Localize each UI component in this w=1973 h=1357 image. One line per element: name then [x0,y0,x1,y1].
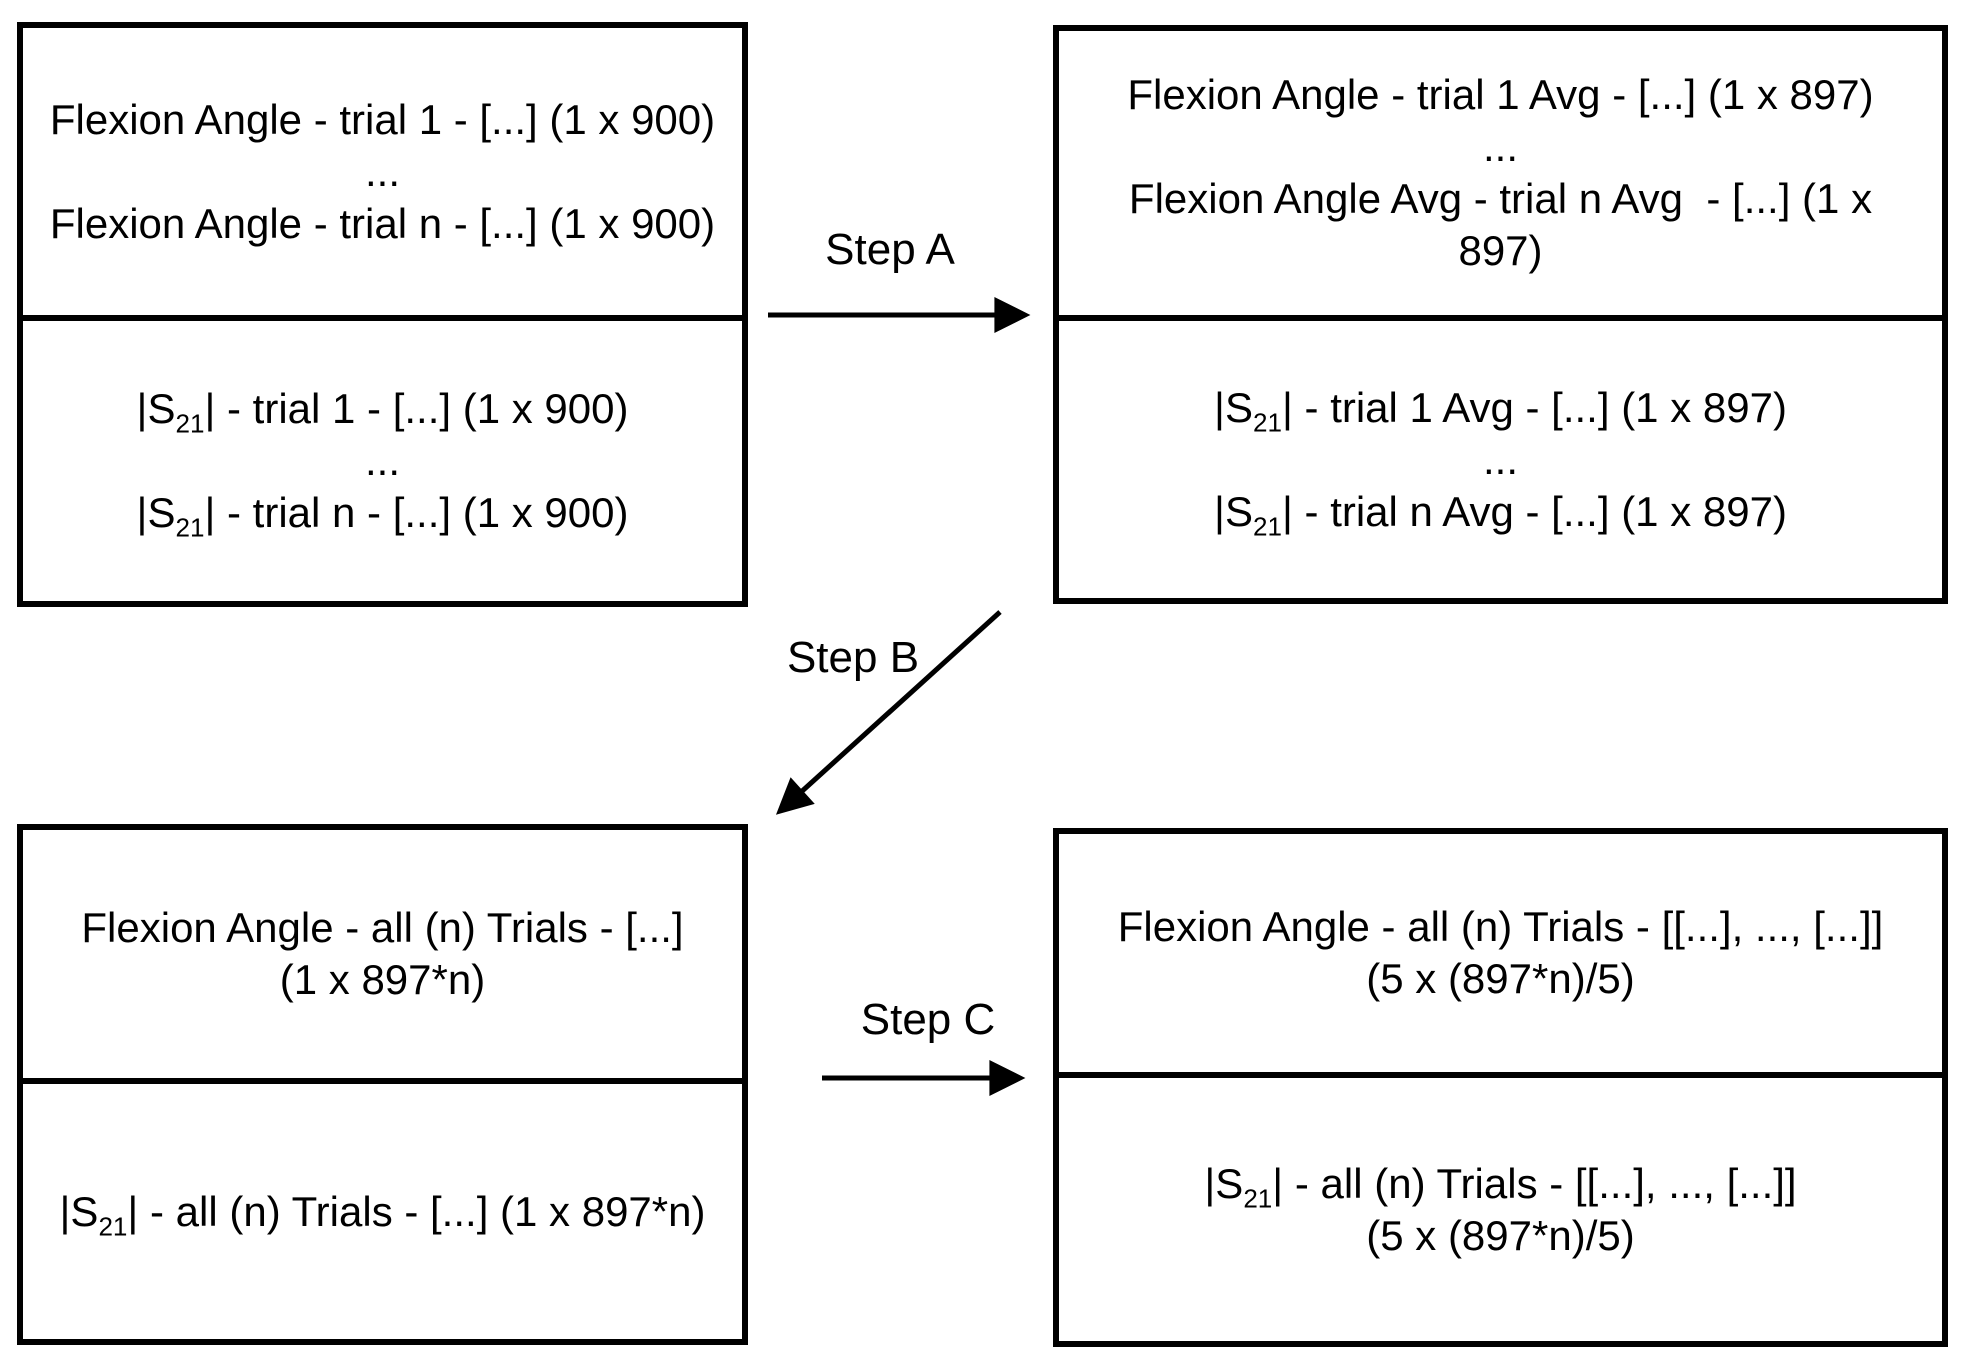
data-line-wrap: 897) [1458,227,1543,274]
s21-prefix: |S [136,489,176,536]
s21-suffix: | - trial 1 - [...] (1 x 900) [204,385,629,432]
s21-data-line: |S21| - trial n - [...] (1 x 900) [136,487,629,543]
ellipsis-line: ... [1482,435,1518,483]
s21-data-line: |S21| - all (n) Trials - [[...], ..., [.… [1204,1158,1797,1213]
data-line: Flexion Angle - trial 1 - [...] (1 x 900… [49,95,716,143]
s21-section: |S21| - trial 1 - [...] (1 x 900) ... |S… [23,315,742,601]
s21-subscript: 21 [98,1210,128,1241]
box-raw-trials: Flexion Angle - trial 1 - [...] (1 x 900… [17,22,748,607]
data-line: Flexion Angle Avg - trial n Avg - [...] … [1128,175,1873,222]
box-averaged-trials: Flexion Angle - trial 1 Avg - [...] (1 x… [1053,25,1948,604]
s21-prefix: |S [1214,487,1253,535]
step-c-label: Step C [860,995,996,1044]
s21-prefix: |S [136,385,176,432]
data-line: Flexion Angle - all (n) Trials - [[...],… [1117,903,1884,950]
s21-subscript: 21 [175,408,205,439]
step-b-label: Step B [786,633,920,682]
s21-section: |S21| - all (n) Trials - [...] (1 x 897*… [23,1078,742,1339]
box-concatenated-trials: Flexion Angle - all (n) Trials - [...] (… [17,824,748,1345]
s21-prefix: |S [1204,1159,1244,1207]
step-a-label: Step A [825,225,955,274]
s21-section: |S21| - trial 1 Avg - [...] (1 x 897) ..… [1059,315,1942,598]
s21-data-line: |S21| - trial 1 - [...] (1 x 900) [136,383,629,439]
step-b-arrow [775,610,1002,815]
ellipsis-line: ... [364,147,400,195]
dimension-line: (1 x 897*n) [279,956,486,1003]
s21-subscript: 21 [1243,1182,1273,1213]
s21-suffix: | - all (n) Trials - [...] (1 x 897*n) [127,1187,706,1235]
s21-suffix: | - trial n - [...] (1 x 900) [204,489,629,536]
s21-subscript: 21 [175,512,205,543]
data-line: Flexion Angle - trial n - [...] (1 x 900… [49,199,716,247]
s21-prefix: |S [59,1187,99,1235]
data-line: Flexion Angle - all (n) Trials - [...] [81,904,684,951]
s21-subscript: 21 [1252,510,1282,541]
flexion-angle-section: Flexion Angle - all (n) Trials - [[...],… [1059,834,1942,1072]
s21-section: |S21| - all (n) Trials - [[...], ..., [.… [1059,1072,1942,1341]
box-reshaped-folds: Flexion Angle - all (n) Trials - [[...],… [1053,828,1948,1347]
s21-prefix: |S [1214,383,1253,431]
flexion-angle-section: Flexion Angle - trial 1 - [...] (1 x 900… [23,28,742,315]
s21-data-line: |S21| - trial 1 Avg - [...] (1 x 897) [1214,382,1787,437]
dimension-line: (5 x (897*n)/5) [1366,1211,1635,1259]
s21-data-line: |S21| - trial n Avg - [...] (1 x 897) [1214,486,1787,541]
ellipsis-line: ... [1482,123,1518,170]
data-line: Flexion Angle - trial 1 Avg - [...] (1 x… [1127,71,1874,118]
s21-suffix: | - trial 1 Avg - [...] (1 x 897) [1281,383,1787,431]
flexion-angle-section: Flexion Angle - all (n) Trials - [...] (… [23,830,742,1078]
s21-suffix: | - trial n Avg - [...] (1 x 897) [1281,487,1787,535]
s21-data-line: |S21| - all (n) Trials - [...] (1 x 897*… [59,1186,706,1241]
ellipsis-line: ... [364,437,400,484]
s21-subscript: 21 [1252,406,1282,437]
s21-suffix: | - all (n) Trials - [[...], ..., [...]] [1272,1159,1797,1207]
flexion-angle-section: Flexion Angle - trial 1 Avg - [...] (1 x… [1059,31,1942,315]
dimension-line: (5 x (897*n)/5) [1366,955,1635,1002]
